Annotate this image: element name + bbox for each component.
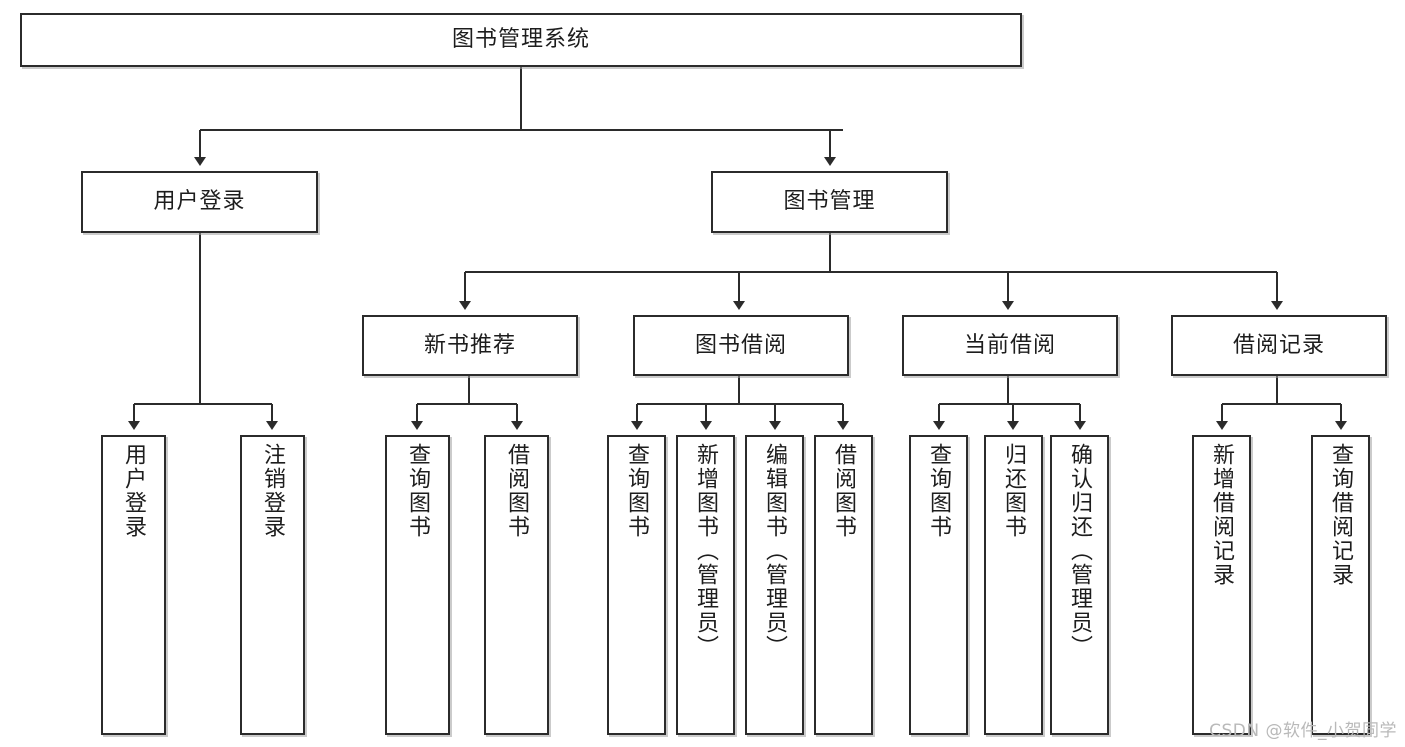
- node-leaf-borrow-book-1-label: 借阅图书: [504, 443, 530, 539]
- node-book-borrow[interactable]: 图书借阅: [633, 315, 849, 376]
- node-leaf-borrow-book-2-label: 借阅图书: [831, 443, 857, 539]
- node-leaf-return-book-label: 归还图书: [1001, 443, 1027, 539]
- node-leaf-add-book[interactable]: 新增图书（管理员）: [676, 435, 735, 735]
- node-book-borrow-label: 图书借阅: [694, 332, 787, 358]
- node-leaf-query-record[interactable]: 查询借阅记录: [1311, 435, 1370, 735]
- node-leaf-borrow-book-2[interactable]: 借阅图书: [814, 435, 873, 735]
- node-leaf-edit-book-label: 编辑图书（管理员）: [762, 443, 788, 659]
- node-book-manage-label: 图书管理: [783, 189, 876, 215]
- node-root-label: 图书管理系统: [451, 27, 590, 53]
- node-user-login[interactable]: 用户登录: [81, 171, 318, 233]
- node-leaf-query-book-1-label: 查询图书: [405, 443, 431, 539]
- node-leaf-user-login[interactable]: 用户登录: [101, 435, 166, 735]
- node-leaf-confirm-return[interactable]: 确认归还（管理员）: [1050, 435, 1109, 735]
- node-leaf-query-record-label: 查询借阅记录: [1328, 443, 1354, 587]
- node-leaf-add-record[interactable]: 新增借阅记录: [1192, 435, 1251, 735]
- node-leaf-query-book-1[interactable]: 查询图书: [385, 435, 450, 735]
- node-leaf-borrow-book-1[interactable]: 借阅图书: [484, 435, 549, 735]
- node-leaf-user-login-label: 用户登录: [121, 443, 147, 539]
- node-leaf-confirm-return-label: 确认归还（管理员）: [1067, 443, 1093, 659]
- node-leaf-add-record-label: 新增借阅记录: [1209, 443, 1235, 587]
- node-current-borrow-label: 当前借阅: [963, 332, 1056, 358]
- node-user-login-label: 用户登录: [153, 189, 246, 215]
- node-leaf-add-book-label: 新增图书（管理员）: [693, 443, 719, 659]
- node-leaf-return-book[interactable]: 归还图书: [984, 435, 1043, 735]
- node-leaf-query-book-2-label: 查询图书: [624, 443, 650, 539]
- node-leaf-user-logout-label: 注销登录: [260, 443, 286, 539]
- node-leaf-query-book-3[interactable]: 查询图书: [909, 435, 968, 735]
- node-leaf-user-logout[interactable]: 注销登录: [240, 435, 305, 735]
- node-leaf-query-book-3-label: 查询图书: [926, 443, 952, 539]
- node-new-book-rec-label: 新书推荐: [423, 332, 516, 358]
- node-borrow-record-label: 借阅记录: [1232, 332, 1325, 358]
- node-new-book-rec[interactable]: 新书推荐: [362, 315, 578, 376]
- node-root[interactable]: 图书管理系统: [20, 13, 1022, 67]
- node-leaf-query-book-2[interactable]: 查询图书: [607, 435, 666, 735]
- watermark-text: CSDN @软件_小贺同学: [1209, 721, 1397, 741]
- node-book-manage[interactable]: 图书管理: [711, 171, 948, 233]
- node-leaf-edit-book[interactable]: 编辑图书（管理员）: [745, 435, 804, 735]
- node-current-borrow[interactable]: 当前借阅: [902, 315, 1118, 376]
- node-borrow-record[interactable]: 借阅记录: [1171, 315, 1387, 376]
